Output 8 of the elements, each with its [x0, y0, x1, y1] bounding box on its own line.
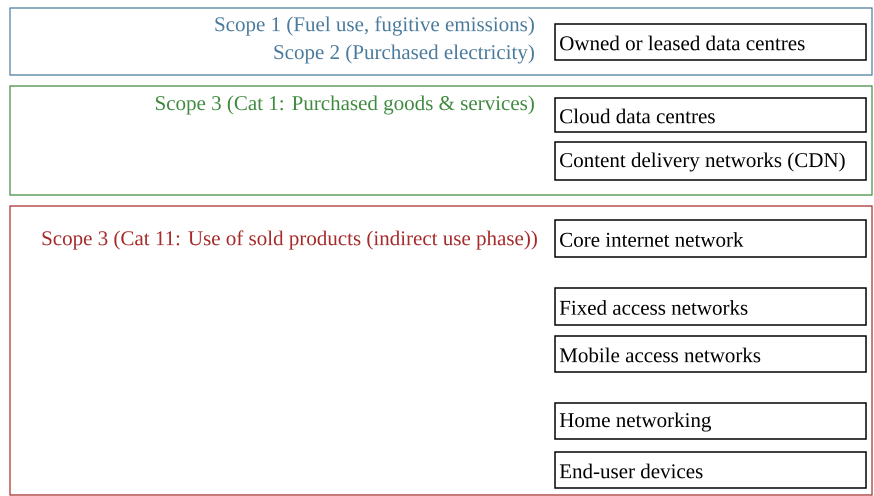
- category-box: End-user devices: [554, 451, 867, 489]
- category-box: Owned or leased data centres: [554, 23, 867, 61]
- category-box: Home networking: [554, 402, 867, 440]
- category-box: Cloud data centres: [554, 97, 867, 133]
- category-box: Content delivery networks (CDN): [554, 141, 867, 181]
- category-box: Fixed access networks: [554, 287, 867, 326]
- category-box: Mobile access networks: [554, 335, 867, 373]
- category-box: Core internet network: [554, 219, 867, 258]
